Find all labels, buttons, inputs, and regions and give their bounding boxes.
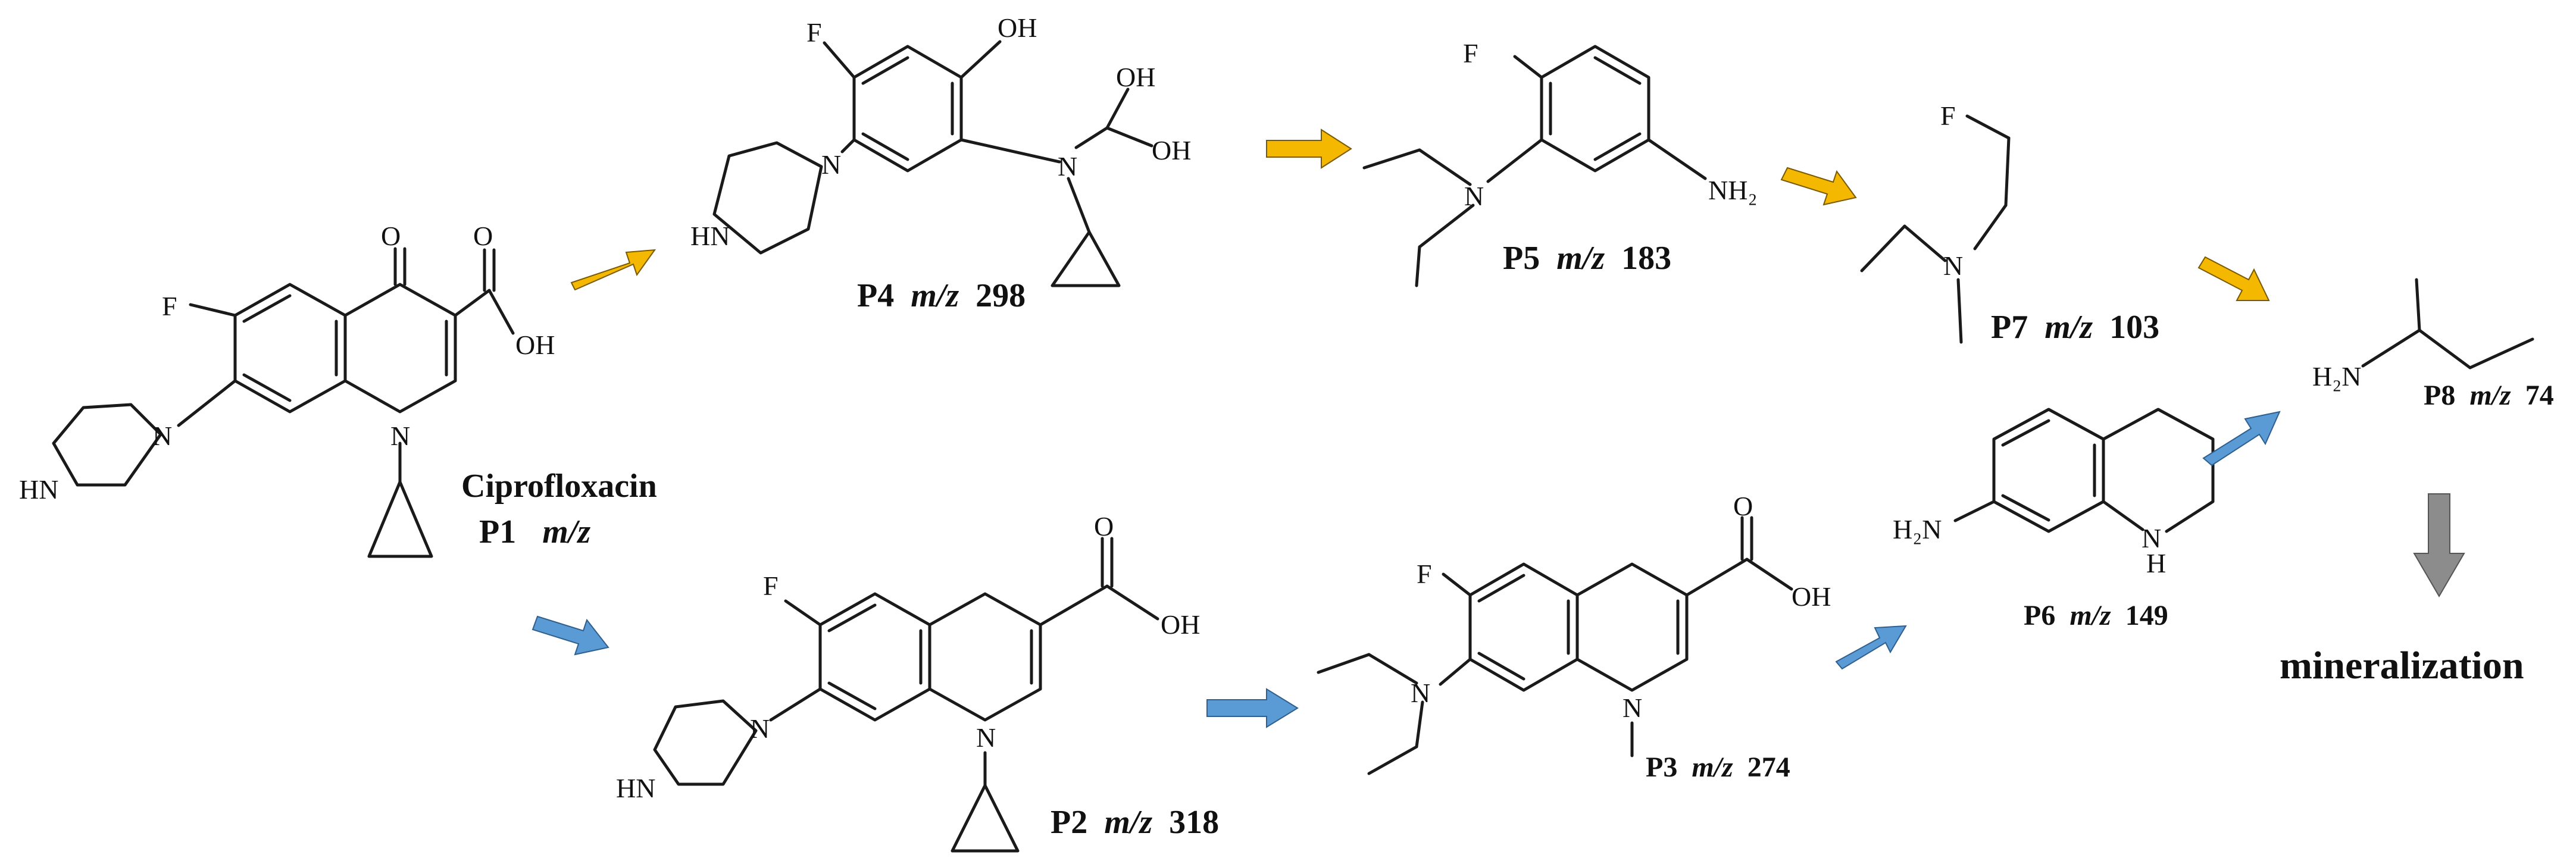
p3-hydroxyl-label: OH [1792, 581, 1831, 612]
p1-hydroxyl-label: OH [515, 330, 555, 360]
arrow-p2-to-p3 [1206, 688, 1299, 728]
p3-compound-id: P3 [1646, 752, 1677, 783]
p1-fluorine-atom: F [162, 291, 177, 321]
p2-mz-value: 318 [1169, 804, 1219, 841]
p1-mz-prefix: m/z [542, 514, 590, 550]
p5-fluorine-atom: F [1463, 38, 1478, 68]
p8-mz-value: 74 [2525, 380, 2554, 411]
p2-quinoline-nitrogen: N [976, 722, 996, 753]
p5-compound-id: P5 [1503, 240, 1540, 277]
p3-quinoline-nitrogen: N [1622, 693, 1642, 723]
p6-amino-group: H₂N [1893, 514, 1942, 544]
p2-piperazine-nitrogen: N [750, 713, 770, 744]
p3-mz-prefix: m/z [1692, 752, 1733, 783]
p2-compound-id: P2 [1051, 804, 1087, 841]
p8-compound-label: P8 m/z 74 [2424, 380, 2554, 411]
p7-mz-value: 103 [2109, 309, 2159, 346]
arrow-p1-to-p2 [532, 615, 609, 656]
p1-carboxyl-oxygen: O [473, 221, 493, 251]
p6-compound-label: P6 m/z 149 [2024, 600, 2168, 631]
p5-compound-label: P5 m/z 183 [1503, 240, 1671, 277]
p6-nitrogen: N [2142, 523, 2161, 553]
arrow-p4-to-p5 [1266, 129, 1352, 169]
p3-fluorine-atom: F [1417, 559, 1432, 589]
p7-compound-label: P7 m/z 103 [1991, 309, 2159, 346]
p6-structure: H₂N N H [1893, 408, 2215, 578]
p5-mz-prefix: m/z [1556, 240, 1605, 277]
p2-carboxyl-oxygen: O [1094, 511, 1114, 541]
p2-fluorine-atom: F [763, 571, 779, 601]
p6-mz-prefix: m/z [2069, 600, 2111, 631]
p4-structure: F OH OH OH N N HN [690, 12, 1191, 287]
p7-compound-id: P7 [1991, 309, 2028, 346]
p6-nitrogen-hydrogen: H [2146, 548, 2166, 578]
p4-nitrogen: N [1058, 151, 1077, 181]
p3-mz-value: 274 [1747, 752, 1790, 783]
p1-compound-label: P1 m/z [479, 514, 590, 550]
p7-fluorine-atom: F [1940, 101, 1956, 131]
p5-nitrogen: N [1464, 181, 1484, 211]
p2-piperazine-nh: HN [616, 773, 655, 803]
p4-mz-value: 298 [976, 277, 1026, 314]
p1-piperazine-nh: HN [19, 474, 58, 505]
p4-compound-label: P4 m/z 298 [857, 277, 1026, 314]
p3-structure: O OH F N N [1317, 491, 1831, 775]
p4-piperazine-nh: HN [690, 221, 730, 251]
p7-nitrogen: N [1943, 251, 1963, 281]
arrow-p8-to-mineralization [2413, 493, 2465, 597]
p4-hydroxyl-1: OH [1116, 62, 1155, 92]
arrow-p7-to-p8 [2197, 256, 2270, 301]
p8-amino-group: H₂N [2312, 361, 2361, 392]
p1-compound-name: Ciprofloxacin [461, 468, 657, 505]
p5-amino-group: NH₂ [1708, 175, 1757, 205]
p4-fluorine-atom: F [806, 17, 822, 48]
p2-mz-prefix: m/z [1104, 804, 1152, 841]
p3-compound-label: P3 m/z 274 [1646, 752, 1790, 783]
p5-structure: F N NH₂ [1362, 38, 1757, 287]
p6-mz-value: 149 [2125, 600, 2168, 631]
mineralization-label: mineralization [2280, 644, 2524, 687]
p8-mz-prefix: m/z [2469, 380, 2511, 411]
arrow-p1-to-p4 [570, 249, 656, 291]
p6-compound-id: P6 [2024, 600, 2055, 631]
p7-structure: F N [1860, 101, 2011, 344]
p5-mz-value: 183 [1621, 240, 1671, 277]
p1-piperazine-nitrogen: N [152, 421, 172, 451]
arrow-p3-to-p6 [1835, 625, 1907, 670]
p4-mz-prefix: m/z [911, 277, 959, 314]
p1-oxygen-atom: O [381, 221, 401, 251]
p7-mz-prefix: m/z [2044, 309, 2093, 346]
arrow-p5-to-p7 [1780, 167, 1857, 206]
p4-compound-id: P4 [857, 277, 894, 314]
p1-compound-id: P1 [479, 514, 516, 550]
p3-diethylamino-nitrogen: N [1411, 678, 1430, 708]
p4-hydroxyl-top: OH [998, 12, 1037, 43]
p8-compound-id: P8 [2424, 380, 2455, 411]
p4-hydroxyl-2: OH [1152, 135, 1191, 165]
p1-quinolone-nitrogen: N [390, 421, 410, 451]
p1-ciprofloxacin-structure: O O OH F N HN N [19, 221, 555, 558]
p8-structure: H₂N [2312, 278, 2534, 392]
p2-compound-label: P2 m/z 318 [1051, 804, 1219, 841]
p2-hydroxyl-label: OH [1161, 609, 1200, 640]
arrow-p6-to-p8 [2202, 411, 2281, 466]
p4-piperazine-nitrogen: N [821, 149, 841, 180]
p3-carboxyl-oxygen: O [1733, 491, 1753, 521]
p2-structure: O OH F N HN N [616, 511, 1200, 853]
